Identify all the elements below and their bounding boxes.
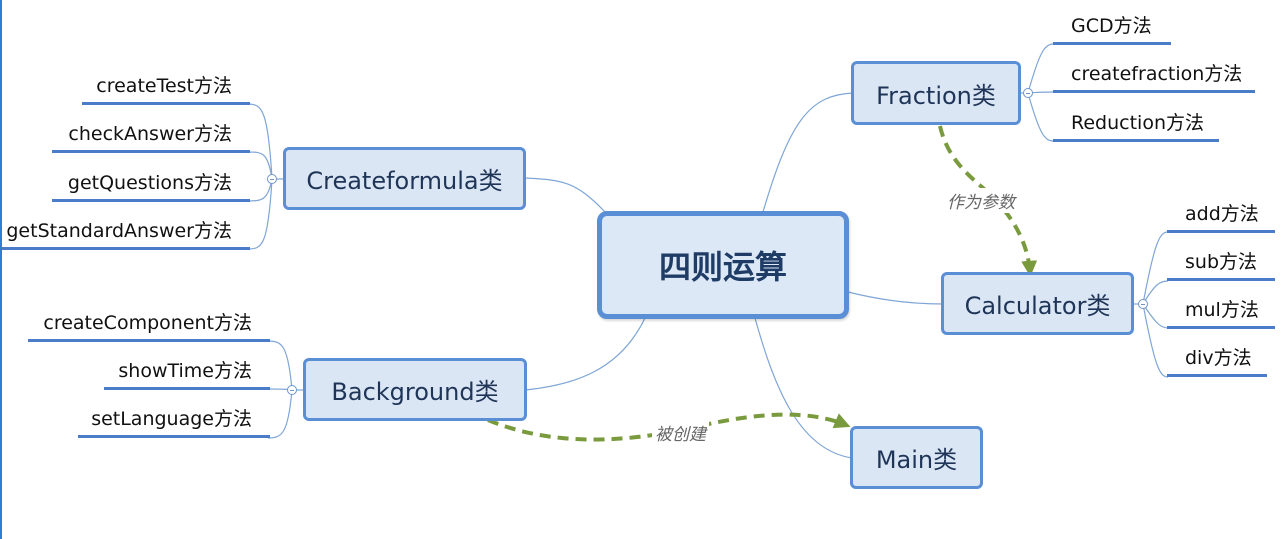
method-createfraction[interactable]: createfraction方法 — [1053, 59, 1255, 93]
method-div[interactable]: div方法 — [1167, 343, 1267, 377]
collapse-toggle-fraction[interactable] — [1023, 88, 1033, 98]
link-calculator-m4 — [1142, 303, 1169, 378]
link-background-m1 — [267, 340, 293, 391]
method-mul[interactable]: mul方法 — [1167, 295, 1275, 329]
method-reduction[interactable]: Reduction方法 — [1053, 108, 1219, 142]
method-checkanswer[interactable]: checkAnswer方法 — [52, 119, 250, 153]
root-node[interactable]: 四则运算 — [597, 211, 849, 319]
link-calculator-m1 — [1142, 231, 1169, 305]
link-root-background — [524, 317, 646, 391]
collapse-toggle-createformula[interactable] — [267, 174, 277, 184]
root-label: 四则运算 — [658, 248, 787, 286]
link-root-fraction — [762, 92, 854, 213]
relation-label-as-parameter: 作为参数 — [944, 188, 1018, 213]
link-fraction-m3 — [1027, 92, 1055, 142]
link-createformula-m4 — [247, 178, 273, 250]
class-label-calculator: Calculator类 — [964, 292, 1111, 320]
method-getquestions[interactable]: getQuestions方法 — [52, 168, 250, 202]
collapse-toggle-calculator[interactable] — [1138, 299, 1148, 309]
class-label-createformula: Createformula类 — [306, 167, 503, 195]
class-label-background: Background类 — [331, 378, 499, 406]
relation-label-created-by: 被创建 — [652, 420, 709, 445]
method-gcd[interactable]: GCD方法 — [1053, 11, 1171, 45]
method-showtime[interactable]: showTime方法 — [104, 356, 270, 390]
class-node-main[interactable]: Main类 — [850, 426, 983, 489]
link-root-createformula — [524, 177, 606, 213]
method-createtest[interactable]: createTest方法 — [82, 71, 250, 105]
link-createformula-m1 — [247, 103, 273, 180]
method-createcomponent[interactable]: createComponent方法 — [28, 308, 270, 342]
method-setlanguage[interactable]: setLanguage方法 — [78, 404, 270, 438]
method-getstandardanswer[interactable]: getStandardAnswer方法 — [2, 216, 250, 250]
link-root-calculator — [847, 291, 944, 305]
link-fraction-m1 — [1027, 43, 1055, 94]
collapse-toggle-background[interactable] — [287, 385, 297, 395]
method-add[interactable]: add方法 — [1167, 199, 1275, 233]
class-node-fraction[interactable]: Fraction类 — [851, 61, 1021, 125]
link-root-main — [754, 317, 853, 459]
window-edge-accent — [0, 0, 2, 539]
class-node-calculator[interactable]: Calculator类 — [941, 272, 1134, 335]
class-label-fraction: Fraction类 — [876, 81, 996, 110]
link-background-m3 — [267, 389, 293, 439]
method-sub[interactable]: sub方法 — [1167, 247, 1275, 281]
class-label-main: Main类 — [875, 446, 958, 474]
link-createformula-m2 — [247, 151, 273, 180]
class-node-createformula[interactable]: Createformula类 — [283, 147, 526, 210]
class-node-background[interactable]: Background类 — [303, 358, 527, 421]
